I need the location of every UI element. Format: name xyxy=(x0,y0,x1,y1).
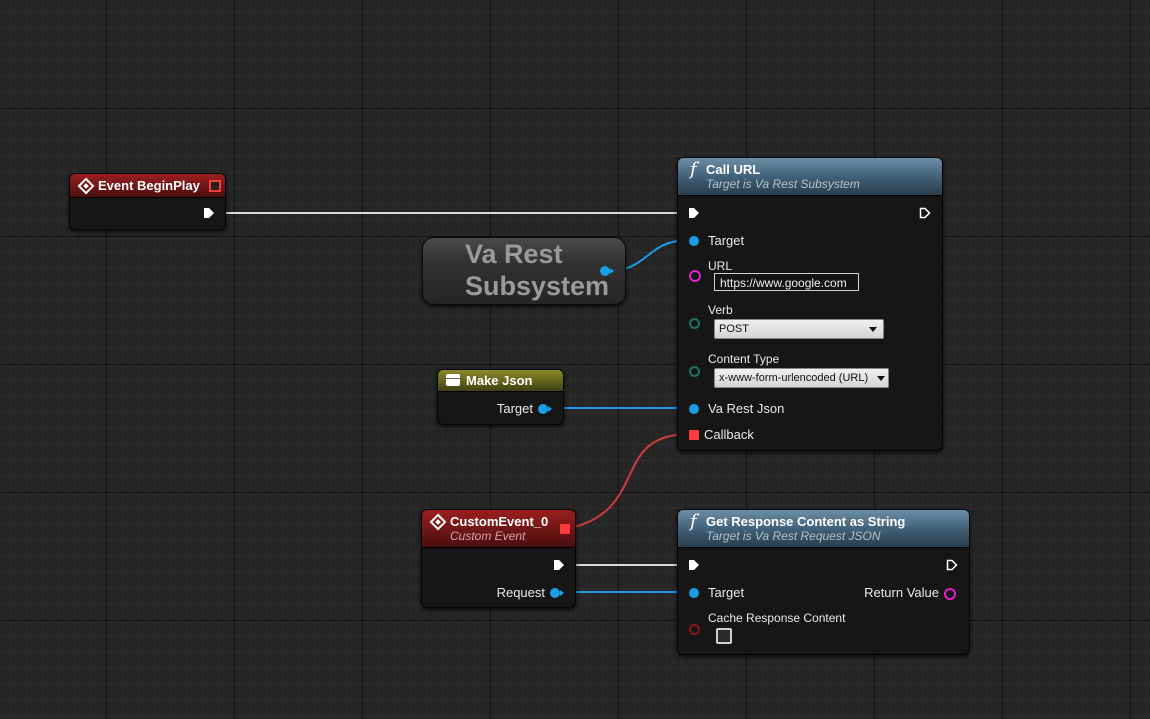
custom-event-node[interactable]: CustomEvent_0 Custom Event Request xyxy=(421,509,576,608)
return-value-label: Return Value xyxy=(864,585,939,600)
node-subtitle: Custom Event xyxy=(450,529,526,543)
request-output-pin[interactable] xyxy=(550,588,564,598)
event-beginplay-node[interactable]: Event BeginPlay xyxy=(69,173,226,230)
verb-input-pin[interactable] xyxy=(689,318,700,329)
delegate-output-pin[interactable] xyxy=(209,180,221,192)
exec-output-pin[interactable] xyxy=(919,207,931,219)
node-title: Event BeginPlay xyxy=(98,178,200,193)
cache-response-input-pin[interactable] xyxy=(689,624,700,635)
call-url-node[interactable]: f Call URL Target is Va Rest Subsystem T… xyxy=(677,157,943,451)
exec-output-pin[interactable] xyxy=(553,559,565,571)
node-header: f Call URL Target is Va Rest Subsystem xyxy=(678,158,942,196)
va-rest-json-label: Va Rest Json xyxy=(708,401,785,416)
get-response-content-node[interactable]: f Get Response Content as String Target … xyxy=(677,509,970,655)
verb-dropdown[interactable]: POST xyxy=(714,319,884,339)
content-type-dropdown[interactable]: x-www-form-urlencoded (URL) xyxy=(714,368,889,388)
content-type-input-pin[interactable] xyxy=(689,366,700,377)
verb-value: POST xyxy=(719,323,749,335)
chevron-down-icon xyxy=(869,327,877,332)
node-header: f Get Response Content as String Target … xyxy=(678,510,969,548)
callback-label: Callback xyxy=(704,427,754,442)
function-icon: f xyxy=(690,511,697,532)
pure-function-icon xyxy=(446,374,460,386)
content-type-label: Content Type xyxy=(708,352,780,366)
exec-input-pin[interactable] xyxy=(688,207,700,219)
node-subtitle: Target is Va Rest Subsystem xyxy=(706,177,860,191)
target-label: Target xyxy=(708,233,745,248)
content-type-value: x-www-form-urlencoded (URL) xyxy=(719,372,869,384)
url-input[interactable]: https://www.google.com xyxy=(714,273,859,291)
node-header: Make Json xyxy=(438,370,563,392)
exec-output-pin[interactable] xyxy=(203,207,215,219)
request-label: Request xyxy=(496,585,545,600)
exec-output-pin[interactable] xyxy=(946,559,958,571)
cache-response-checkbox[interactable] xyxy=(716,628,732,644)
variable-label: Va Rest Subsystem xyxy=(465,239,610,301)
node-header: Event BeginPlay xyxy=(70,174,225,198)
node-title: Make Json xyxy=(466,373,533,388)
va-rest-subsystem-node[interactable]: Va Rest Subsystem xyxy=(422,237,626,305)
target-input-pin[interactable] xyxy=(689,588,699,598)
node-title: Call URL xyxy=(706,162,761,177)
node-title: CustomEvent_0 xyxy=(450,514,549,529)
target-label: Target xyxy=(496,401,533,416)
delegate-output-pin[interactable] xyxy=(560,524,570,534)
event-icon xyxy=(77,177,95,195)
delegate-wire-customevent-to-callback xyxy=(569,433,691,529)
target-input-pin[interactable] xyxy=(689,236,699,246)
target-label: Target xyxy=(708,585,745,600)
event-icon xyxy=(429,513,447,531)
node-subtitle: Target is Va Rest Request JSON xyxy=(706,529,881,543)
cache-response-label: Cache Response Content xyxy=(708,611,846,625)
return-value-output-pin[interactable] xyxy=(944,588,956,600)
url-input-pin[interactable] xyxy=(689,270,701,282)
verb-label: Verb xyxy=(708,303,733,317)
function-icon: f xyxy=(690,159,697,180)
url-label: URL xyxy=(708,259,733,273)
node-title: Get Response Content as String xyxy=(706,514,906,529)
make-json-node[interactable]: Make Json Target xyxy=(437,369,564,425)
chevron-down-icon xyxy=(877,376,885,381)
object-output-pin[interactable] xyxy=(600,266,614,276)
node-header: CustomEvent_0 Custom Event xyxy=(422,510,575,548)
callback-input-pin[interactable] xyxy=(689,430,699,440)
target-output-pin[interactable] xyxy=(538,404,552,414)
exec-input-pin[interactable] xyxy=(688,559,700,571)
va-rest-json-input-pin[interactable] xyxy=(689,404,699,414)
